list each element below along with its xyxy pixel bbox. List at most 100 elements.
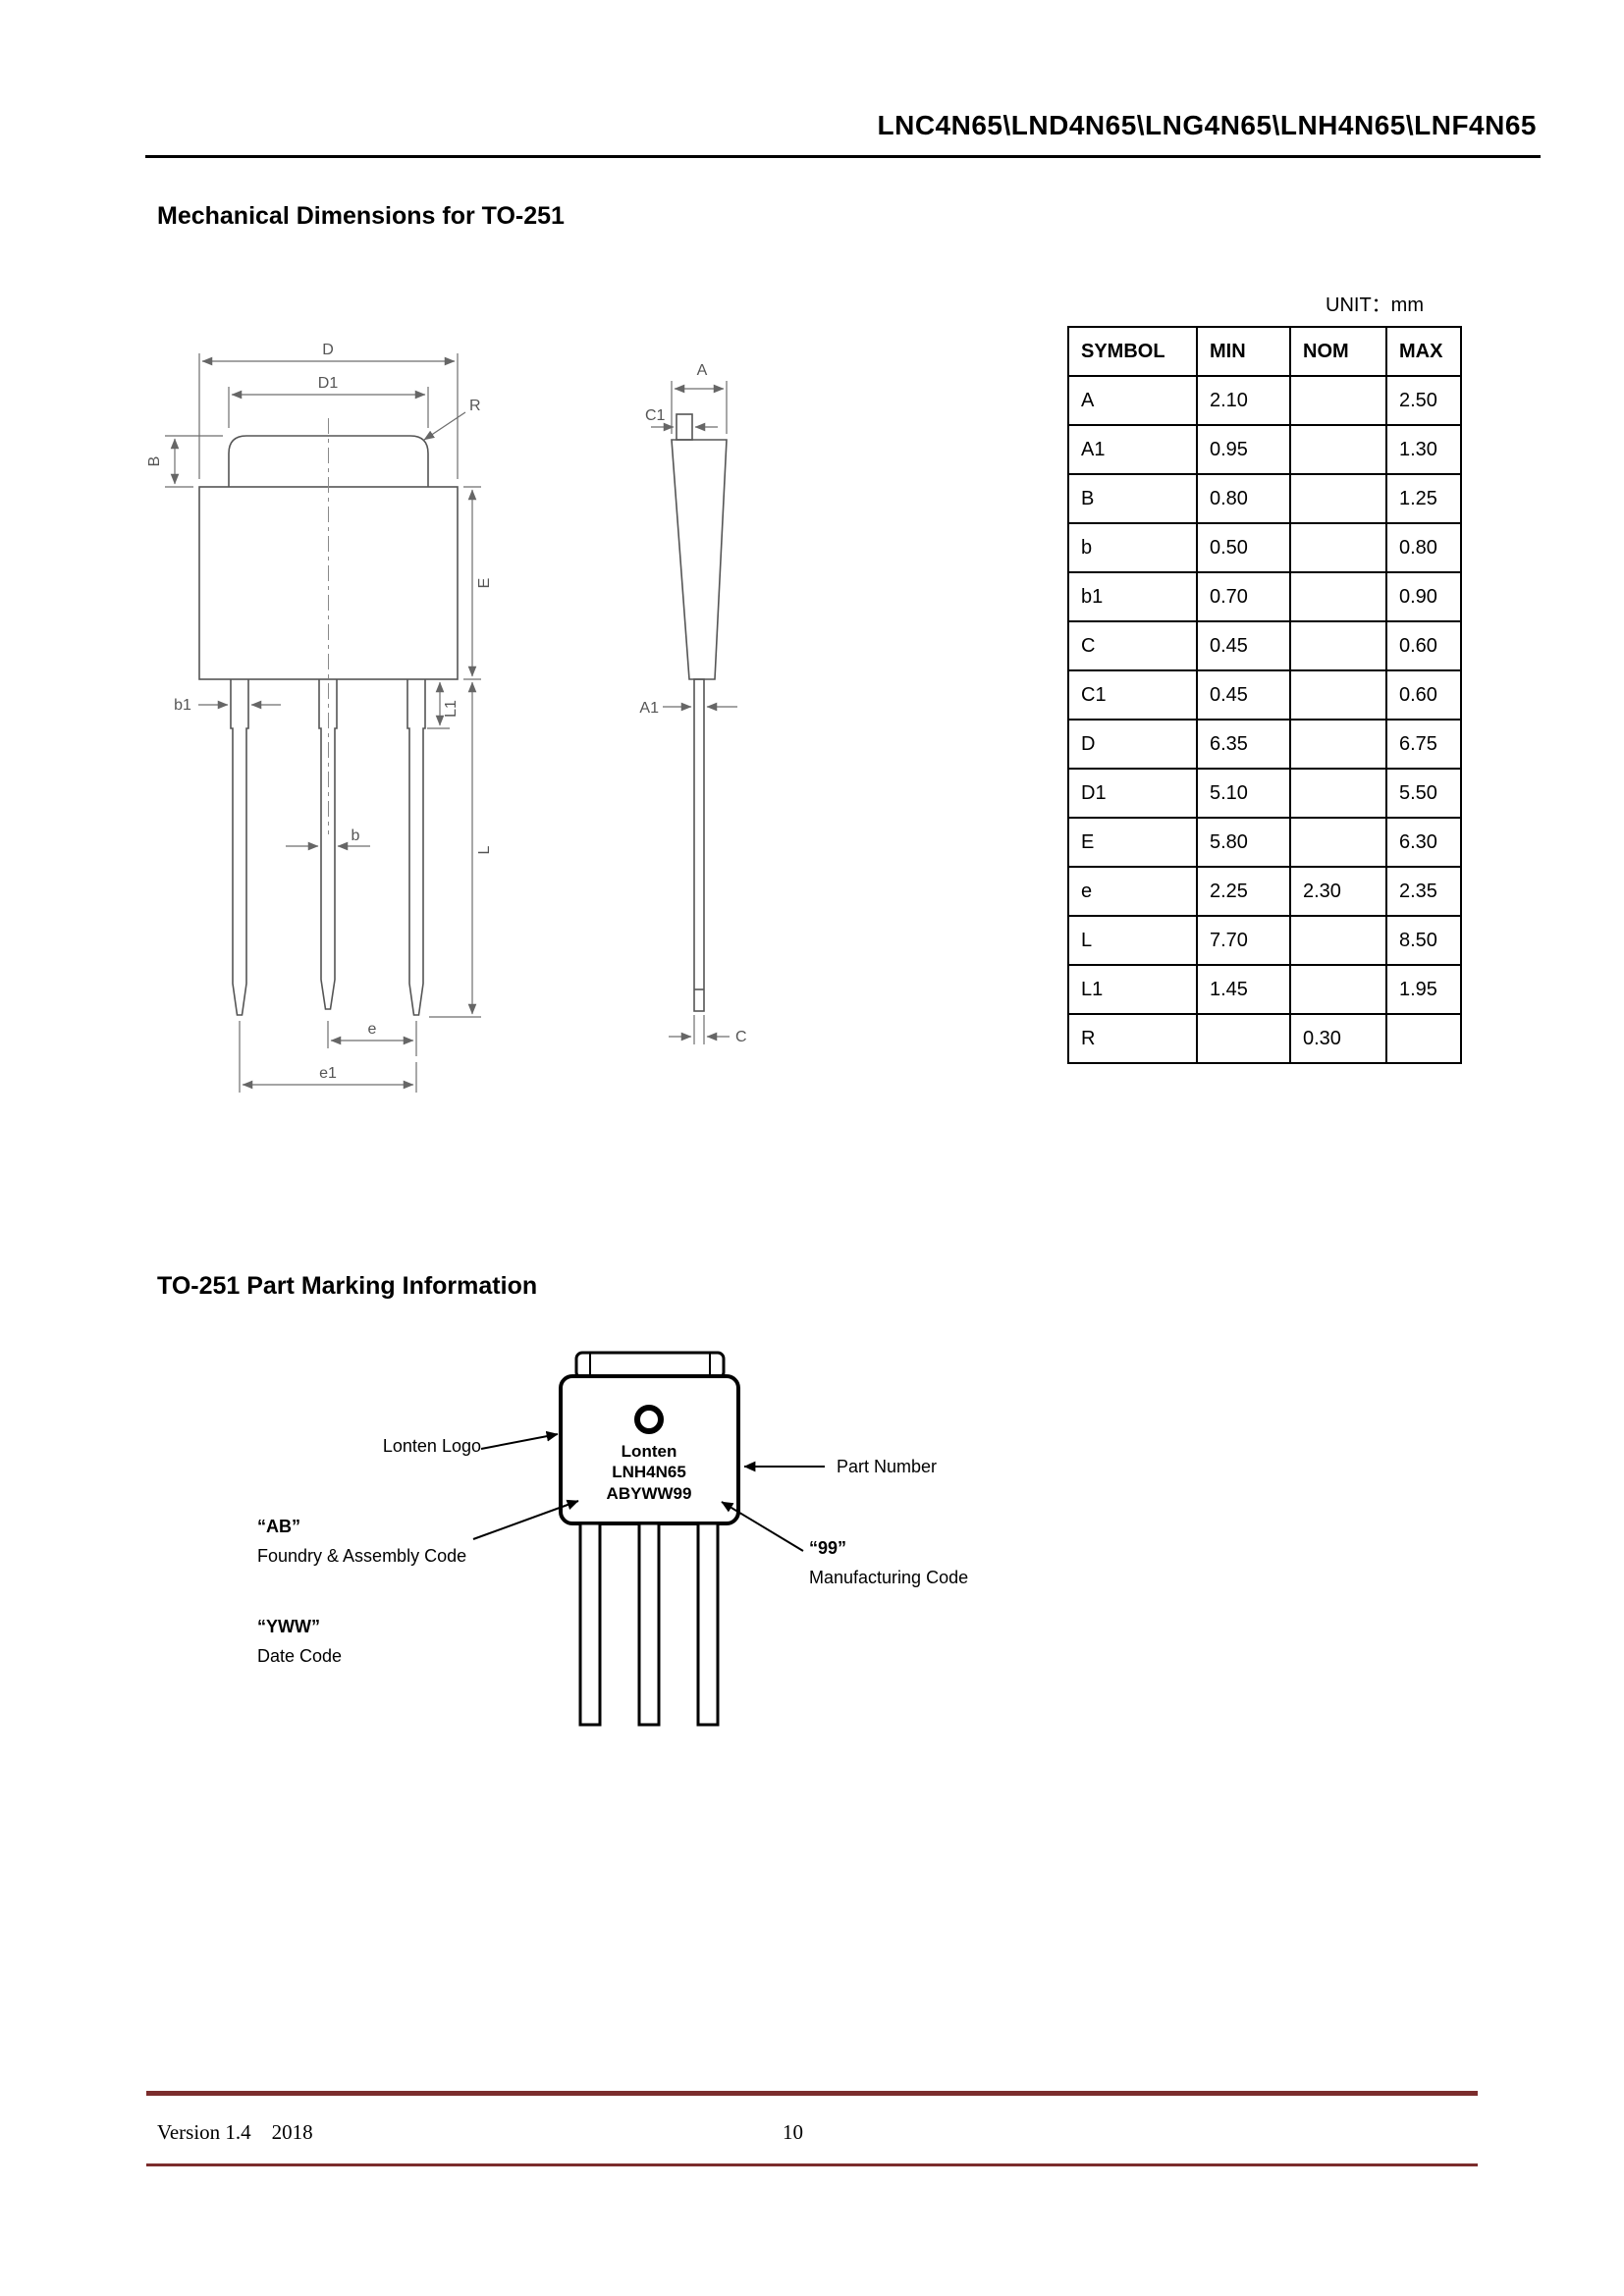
table-cell: 1.45 <box>1196 964 1291 1015</box>
table-cell: 2.50 <box>1385 375 1462 426</box>
table-cell <box>1289 669 1387 721</box>
table-cell <box>1289 915 1387 966</box>
part-number-callout-label: Part Number <box>837 1457 938 1476</box>
dim-label-D1: D1 <box>318 375 339 392</box>
part-marking-figure: Lonten LNH4N65 ABYWW99 <box>472 1351 825 1727</box>
table-cell: 1.25 <box>1385 473 1462 524</box>
document-title: LNC4N65\LND4N65\LNG4N65\LNH4N65\LNF4N65 <box>877 110 1537 140</box>
mfg-code-arrow <box>721 1501 804 1552</box>
dim-label-e1: e1 <box>319 1065 337 1082</box>
marking-brand: Lonten <box>622 1442 677 1461</box>
dim-label-C1: C1 <box>645 407 666 424</box>
table-cell: 6.35 <box>1196 719 1291 770</box>
package-lead-middle <box>637 1522 661 1727</box>
table-cell: 2.25 <box>1196 866 1291 917</box>
dim-label-R: R <box>469 398 481 414</box>
manufacturing-code-label: “99” <box>809 1538 847 1558</box>
marking-part-number: LNH4N65 <box>612 1463 686 1481</box>
table-cell <box>1289 522 1387 573</box>
table-cell <box>1196 1013 1291 1064</box>
dim-label-B: B <box>146 456 163 467</box>
table-cell: E <box>1067 817 1198 868</box>
table-cell: 0.60 <box>1385 669 1462 721</box>
table-cell <box>1289 817 1387 868</box>
date-code-description: Date Code <box>257 1646 343 1666</box>
manufacturing-code-description: Manufacturing Code <box>809 1568 969 1587</box>
table-cell: R <box>1067 1013 1198 1064</box>
table-cell: B <box>1067 473 1198 524</box>
table-cell: A <box>1067 375 1198 426</box>
table-cell: 0.30 <box>1289 1013 1387 1064</box>
col-nom: NOM <box>1289 326 1387 377</box>
table-cell: 0.45 <box>1196 620 1291 671</box>
table-cell: 0.90 <box>1385 571 1462 622</box>
dim-label-A: A <box>697 362 708 379</box>
dimension-lines-side <box>651 381 737 1044</box>
logo-arrow <box>480 1430 559 1450</box>
table-cell: D <box>1067 719 1198 770</box>
table-cell <box>1289 768 1387 819</box>
dim-label-b: b <box>352 828 360 844</box>
table-cell: 0.80 <box>1196 473 1291 524</box>
dim-label-C: C <box>735 1029 747 1045</box>
table-cell <box>1289 719 1387 770</box>
table-cell <box>1289 964 1387 1015</box>
dim-label-L: L <box>476 845 493 854</box>
table-cell: 5.80 <box>1196 817 1291 868</box>
col-max: MAX <box>1385 326 1462 377</box>
marking-package-outline <box>559 1351 740 1727</box>
table-cell: 2.10 <box>1196 375 1291 426</box>
dim-label-L1: L1 <box>443 700 460 718</box>
table-cell: 6.30 <box>1385 817 1462 868</box>
front-view-drawing: D D1 R B E b1 L1 b L e e1 <box>146 342 493 1093</box>
logo-callout-label: Lonten Logo <box>382 1436 481 1456</box>
table-cell: b1 <box>1067 571 1198 622</box>
table-cell <box>1289 424 1387 475</box>
table-cell: 1.30 <box>1385 424 1462 475</box>
package-lead-right <box>696 1522 720 1727</box>
package-side-outline <box>671 413 728 1012</box>
table-cell: 6.75 <box>1385 719 1462 770</box>
table-cell <box>1385 1013 1462 1064</box>
table-cell: e <box>1067 866 1198 917</box>
dim-label-A1: A1 <box>639 700 659 717</box>
package-outline <box>198 435 459 1016</box>
table-cell: 1.95 <box>1385 964 1462 1015</box>
header-divider <box>145 155 1541 158</box>
table-cell: 0.45 <box>1196 669 1291 721</box>
col-symbol: SYMBOL <box>1067 326 1198 377</box>
footer-divider-top <box>146 2091 1478 2096</box>
table-cell <box>1289 375 1387 426</box>
section-mechanical-dimensions-title: Mechanical Dimensions for TO-251 <box>157 202 565 230</box>
table-cell <box>1289 571 1387 622</box>
table-cell: 0.95 <box>1196 424 1291 475</box>
footer-divider-bottom <box>146 2163 1478 2166</box>
table-header-row: SYMBOL MIN NOM MAX <box>1067 326 1462 377</box>
footer-page-number: 10 <box>783 2120 803 2144</box>
table-cell: 5.50 <box>1385 768 1462 819</box>
side-view-drawing: A C1 A1 C <box>639 362 747 1045</box>
dim-label-D: D <box>322 342 334 358</box>
marking-code: ABYWW99 <box>607 1484 692 1503</box>
dim-label-b1: b1 <box>174 697 191 714</box>
dim-label-e: e <box>368 1021 377 1038</box>
table-cell <box>1289 620 1387 671</box>
dimension-lines <box>165 353 481 1093</box>
foundry-code-label: “AB” <box>257 1517 300 1536</box>
table-cell: C <box>1067 620 1198 671</box>
col-min: MIN <box>1196 326 1291 377</box>
